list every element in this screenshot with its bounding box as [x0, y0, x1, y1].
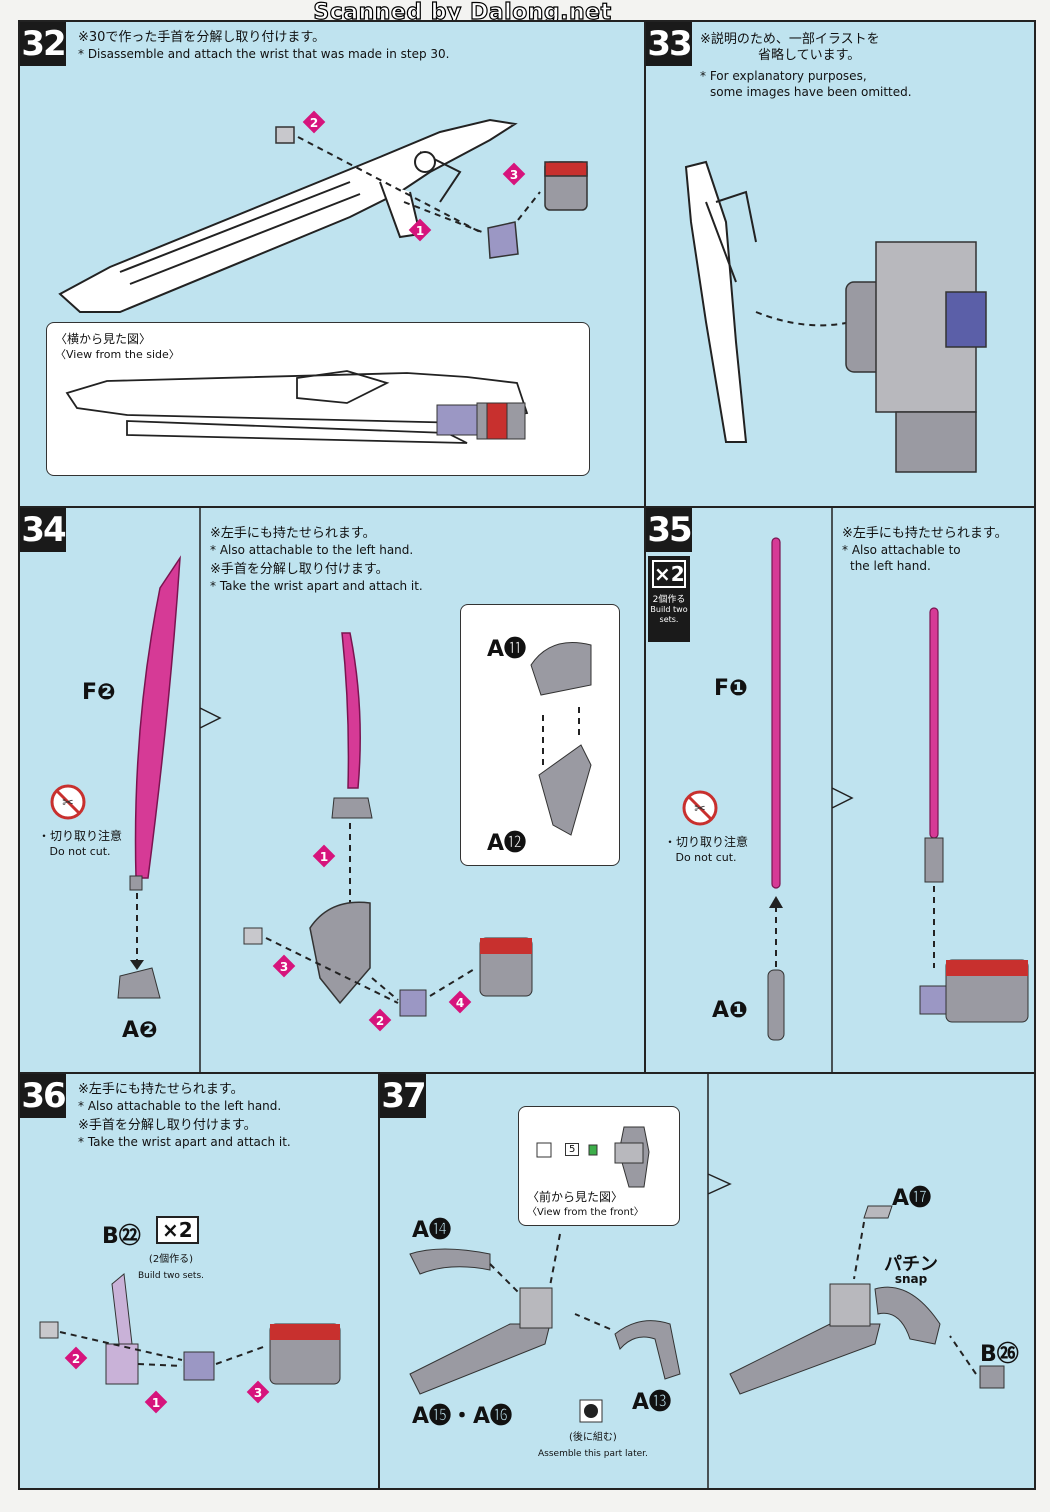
svg-text:1: 1: [152, 1396, 160, 1410]
step-36-note: ※左手にも持たせられます。 * Also attachable to the l…: [78, 1082, 291, 1150]
step-35-note: ※左手にも持たせられます。 * Also attachable to the l…: [842, 526, 1008, 574]
note-en-2: the left hand.: [850, 559, 931, 573]
step-number: 32: [20, 22, 67, 66]
rifle-illustration: [58, 118, 588, 313]
part-label-b22: B㉒: [102, 1224, 141, 1249]
step-33-note: ※説明のため、一部イラストを 省略しています。 * For explanator…: [700, 32, 912, 100]
note-en-2: * Take the wrist apart and attach it.: [78, 1135, 291, 1149]
step-32-panel: 32 ※30で作った手首を分解し取り付けます。 * Disassemble an…: [18, 20, 646, 508]
part-label-b26: B㉖: [980, 1342, 1019, 1367]
part-label-a17: A⓱: [892, 1186, 932, 1211]
snap-label: パチン snap: [884, 1250, 938, 1286]
part-label-a13: A⓭: [632, 1390, 672, 1415]
step-32-note: ※30で作った手首を分解し取り付けます。 * Disassemble and a…: [78, 30, 450, 62]
side-view-jp: 〈横から見た図〉: [55, 332, 152, 346]
note-jp-2: ※手首を分解し取り付けます。: [210, 562, 389, 577]
note-jp-1: ※左手にも持たせられます。: [842, 526, 1008, 541]
note-jp-1: ※左手にも持たせられます。: [210, 526, 376, 541]
svg-text:✂: ✂: [62, 795, 74, 811]
times-two-badge: ×2 2個作る Build two sets.: [648, 556, 690, 642]
svg-text:3: 3: [510, 168, 518, 182]
times-en: Build two sets.: [138, 1271, 205, 1281]
part-label-a11: A⓫: [487, 637, 527, 662]
cut-jp: ・切り取り注意: [38, 829, 123, 843]
do-not-cut-label: ・切り取り注意 Do not cut.: [664, 834, 748, 866]
do-not-cut-label: ・切り取り注意 Do not cut.: [38, 828, 122, 860]
svg-text:2: 2: [310, 116, 318, 130]
svg-text:1: 1: [320, 850, 328, 864]
note-en-2: * Take the wrist apart and attach it.: [210, 579, 423, 593]
part-label-a14: A⓮: [412, 1218, 452, 1243]
svg-text:1: 1: [416, 224, 424, 238]
note-jp-2: ※手首を分解し取り付けます。: [78, 1118, 257, 1133]
note-en-1: * Also attachable to the left hand.: [210, 543, 414, 557]
svg-text:2: 2: [72, 1352, 80, 1366]
later-en: Assemble this part later.: [538, 1449, 648, 1459]
later-jp: (後に組む): [569, 1432, 617, 1443]
times-two-box: ×2: [156, 1216, 199, 1244]
step-35-illustration: [767, 508, 1029, 1072]
mech-and-rifle-illustration: [684, 160, 987, 473]
snap-jp: パチン: [884, 1254, 938, 1275]
side-view-bubble: 〈横から見た図〉 〈View from the side〉: [46, 322, 590, 476]
step-33-panel: 33 ※説明のため、一部イラストを 省略しています。 * For explana…: [644, 20, 1036, 508]
front-view-illustration: [536, 1126, 650, 1188]
step-number: 37: [380, 1074, 427, 1118]
a11-a12-illustration: [530, 642, 592, 836]
front-view-bubble: 5 〈前から見た図〉 〈View from the front〉: [518, 1106, 680, 1226]
box-number: 5: [565, 1143, 580, 1156]
step-number: 36: [20, 1074, 67, 1118]
step-number: 34: [20, 508, 67, 552]
svg-text:3: 3: [280, 960, 288, 974]
note-jp: ※30で作った手首を分解し取り付けます。: [78, 30, 326, 45]
step-36-illustration: [39, 1273, 341, 1385]
step-34-note: ※左手にも持たせられます。 * Also attachable to the l…: [210, 526, 423, 594]
step-number: 33: [646, 22, 693, 66]
svg-text:3: 3: [254, 1386, 262, 1400]
front-view-en: 〈View from the front〉: [527, 1207, 644, 1218]
note-jp-1: ※左手にも持たせられます。: [78, 1082, 244, 1097]
step-35-panel: 35 ×2 2個作る Build two sets. ※左手にも持たせられます。…: [644, 506, 1036, 1074]
a11-a12-inset: A⓫ A⓬: [460, 604, 620, 866]
times-jp: 2個作る: [652, 595, 686, 605]
side-view-en: 〈View from the side〉: [55, 348, 180, 361]
cut-en: Do not cut.: [675, 851, 737, 864]
note-jp-1: ※説明のため、一部イラストを: [700, 32, 880, 47]
svg-text:4: 4: [456, 996, 464, 1010]
svg-text:✂: ✂: [694, 801, 706, 817]
part-label-f2: F❷: [82, 680, 116, 705]
step-36-panel: 36 ※左手にも持たせられます。 * Also attachable to th…: [18, 1072, 380, 1490]
times-en: Build two sets.: [650, 605, 688, 624]
note-en-2: some images have been omitted.: [710, 85, 912, 99]
part-label-a15-a16: A⓯・A⓰: [412, 1404, 513, 1429]
step-37-panel: 37 5 〈前から見た図〉 〈View from the front〉 A⓮ A…: [378, 1072, 1036, 1490]
snap-en: snap: [894, 1272, 928, 1286]
step-number: 35: [646, 508, 693, 552]
build-two-sets: (2個作る) Build two sets.: [138, 1252, 204, 1284]
assemble-later-note: (後に組む) Assemble this part later.: [538, 1430, 648, 1462]
times-value: ×2: [652, 560, 686, 588]
front-view-jp: 〈前から見た図〉: [527, 1190, 624, 1204]
step-34-illustration: [117, 508, 533, 1072]
note-en-1: * For explanatory purposes,: [700, 69, 867, 83]
note-en: * Disassemble and attach the wrist that …: [78, 47, 450, 61]
part-label-a1: A❶: [712, 998, 748, 1023]
part-label-f1: F❶: [714, 676, 748, 701]
step-37-illustration: [409, 1074, 1005, 1488]
cut-en: Do not cut.: [49, 845, 111, 858]
part-label-a2: A❷: [122, 1018, 158, 1043]
side-view-illustration: [65, 370, 529, 444]
note-jp-2: 省略しています。: [758, 48, 861, 63]
times-jp: (2個作る): [148, 1254, 194, 1265]
note-en-1: * Also attachable to: [842, 543, 961, 557]
cut-jp: ・切り取り注意: [664, 835, 749, 849]
part-label-a12: A⓬: [487, 831, 527, 856]
step-34-panel: 34 ※左手にも持たせられます。 * Also attachable to th…: [18, 506, 646, 1074]
svg-text:2: 2: [376, 1014, 384, 1028]
note-en-1: * Also attachable to the left hand.: [78, 1099, 282, 1113]
